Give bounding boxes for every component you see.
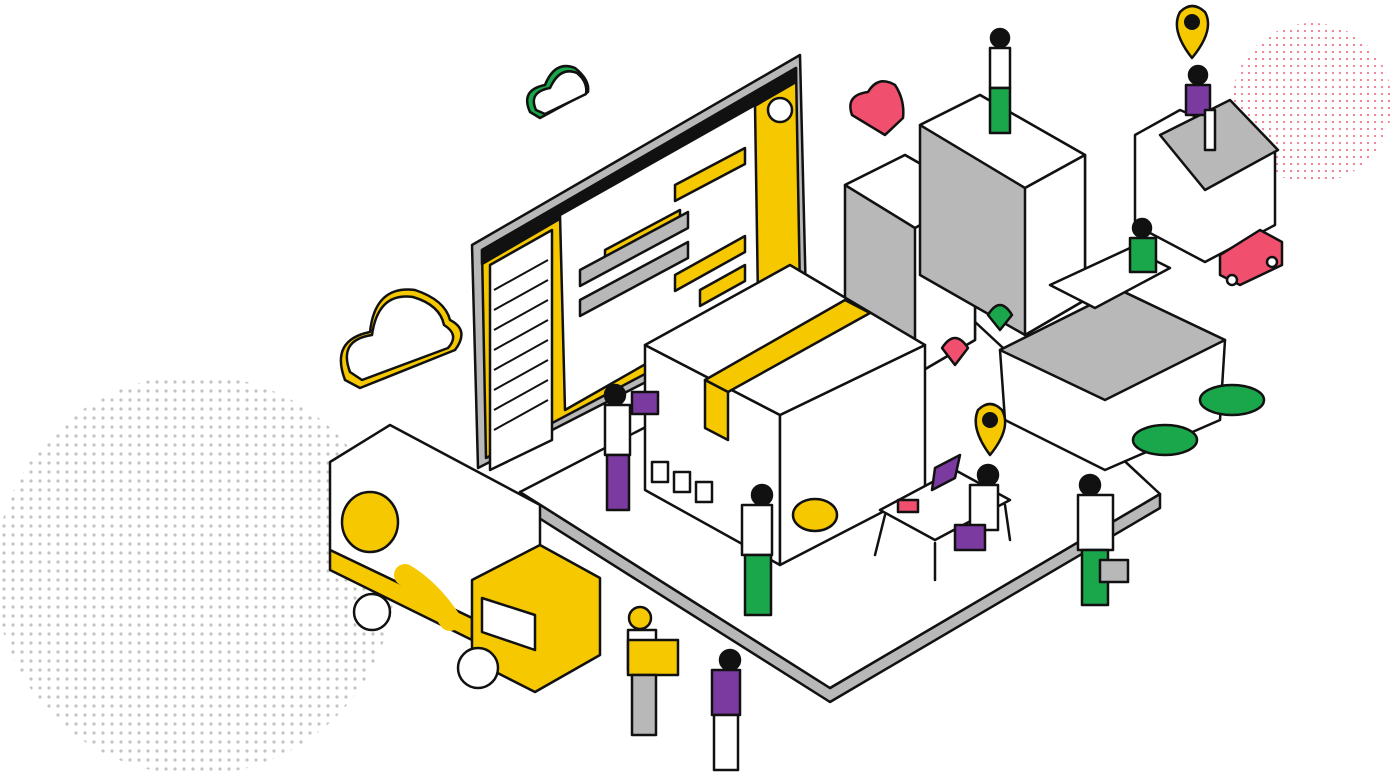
person-scanner xyxy=(740,483,774,617)
person-box-tablet xyxy=(603,383,660,512)
person-customer xyxy=(710,648,742,772)
person-terrace xyxy=(1128,217,1158,274)
delivery-truck xyxy=(328,423,602,694)
house xyxy=(1133,98,1280,264)
person-rooftop xyxy=(988,27,1012,135)
trees xyxy=(940,303,1014,367)
cloud-pink xyxy=(849,80,905,137)
monitor-sidebar xyxy=(488,228,554,472)
red-car xyxy=(1218,228,1284,287)
person-laptop-desk xyxy=(953,463,1000,552)
person-briefcase xyxy=(1076,473,1130,607)
dotted-circle-gray xyxy=(0,375,395,775)
person-courier xyxy=(626,605,680,737)
location-pin-mid xyxy=(974,402,1007,457)
people xyxy=(603,27,1217,772)
location-pin-top xyxy=(1175,4,1210,60)
person-house-roof xyxy=(1184,64,1217,152)
hedges xyxy=(1131,383,1266,457)
